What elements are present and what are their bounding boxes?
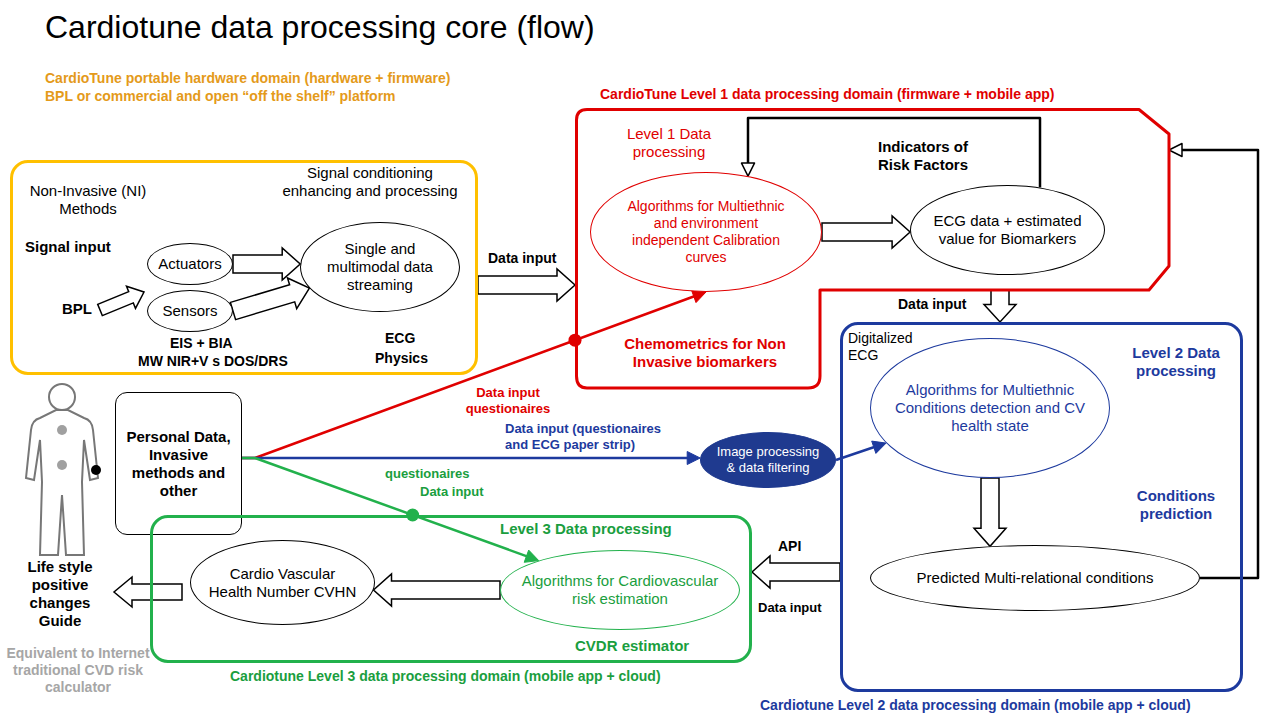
output-ellipse: ECG data + estimated value for Biomarker… — [910, 185, 1105, 275]
domain-outline — [577, 110, 1170, 389]
hardware-domain: CardioTune portable hardware domain (har… — [10, 160, 478, 375]
component-ellipse: Actuators — [147, 243, 233, 285]
connector-line — [242, 296, 695, 458]
sensor-dot — [57, 460, 67, 470]
edge-label: Data input — [898, 296, 966, 313]
arrow-head — [692, 290, 706, 302]
region-text: Conditions prediction — [1120, 487, 1232, 523]
node-text: Algorithms for Cardiovascular risk estim… — [515, 572, 725, 608]
block-arrow — [752, 556, 840, 588]
region-text: CardioTune portable hardware domain (har… — [45, 70, 450, 87]
node-text: Single and multimodal data streaming — [315, 240, 445, 294]
region-text: Indicators of Risk Factors — [878, 138, 990, 174]
diagram-title: Cardiotune data processing core (flow) — [45, 8, 595, 46]
region-text: Non-Invasive (NI) Methods — [18, 182, 158, 218]
node-text: Actuators — [150, 255, 230, 273]
connector — [374, 574, 501, 606]
connector — [242, 452, 700, 465]
input-box: Personal Data, Invasive methods and othe… — [115, 392, 242, 535]
region-text: Signal input — [25, 238, 111, 256]
connector — [822, 216, 910, 248]
region-text: BPL — [62, 300, 92, 318]
node-text: Image processing & data filtering — [714, 444, 822, 475]
block-arrow — [230, 278, 309, 320]
node-text: Sensors — [150, 302, 230, 320]
arrow-head — [742, 163, 755, 176]
block-arrow — [984, 290, 1016, 322]
process-ellipse: Single and multimodal data streaming — [300, 222, 460, 312]
node-text: ECG data + estimated value for Biomarker… — [933, 212, 1083, 248]
region-text: CardioTune Level 1 data processing domai… — [600, 86, 1054, 103]
region-text: Level 2 Data processing — [1120, 344, 1232, 380]
connector — [836, 441, 886, 460]
connector — [984, 290, 1016, 322]
edge-label: Data input — [488, 250, 556, 267]
block-arrow — [822, 216, 910, 248]
human-figure — [26, 410, 98, 555]
connector-line — [242, 457, 689, 460]
output-ellipse: Cardio Vascular Health Number CVHN — [190, 540, 375, 625]
connector — [230, 278, 309, 320]
region-text: CVDR estimator — [575, 637, 689, 655]
node-text: Personal Data, Invasive methods and othe… — [123, 428, 235, 500]
connector — [742, 118, 1041, 188]
region-text: ECG — [385, 330, 415, 347]
connector-line — [748, 118, 1040, 188]
free-label: Equivalent to Internet traditional CVD r… — [2, 645, 154, 695]
region-text: Signal conditioning enhancing and proces… — [280, 164, 460, 200]
node-text: Cardio Vascular Health Number CVHN — [208, 565, 358, 601]
arrow-head — [687, 452, 700, 465]
region-text: Physics — [375, 350, 428, 367]
free-label: Data input — [420, 484, 484, 500]
figure-head — [49, 384, 75, 410]
guide-arrow — [114, 577, 182, 607]
region-text: Cardiotune Level 2 data processing domai… — [760, 697, 1191, 714]
free-label: Data input — [758, 600, 822, 616]
edge-label: API — [778, 538, 801, 555]
region-text: BPL or commercial and open “off the shel… — [45, 88, 396, 105]
connector — [478, 269, 575, 301]
block-arrow — [478, 269, 575, 301]
node-text: Algorithms for Multiethnic and environme… — [616, 198, 796, 265]
block-arrow — [233, 248, 300, 280]
region-text: Chemometrics for Non Invasive biomarkers — [605, 335, 805, 371]
region-text: MW NIR+V s DOS/DRS — [138, 353, 288, 370]
algorithm-ellipse: Algorithms for Multiethnic and environme… — [590, 172, 822, 292]
node-text: Algorithms for Multiethnic Conditions de… — [894, 381, 1086, 435]
connector — [752, 556, 840, 588]
level3-domain: Level 3 Data processingCVDR estimator Car… — [150, 515, 752, 663]
sensor-dot — [91, 465, 101, 475]
algorithm-ellipse: Algorithms for Multiethnic Conditions de… — [870, 338, 1110, 478]
level2-domain: Level 2 Data processingConditions predic… — [840, 322, 1243, 692]
block-arrow — [374, 574, 501, 606]
region-text: Level 3 Data processing — [500, 520, 672, 538]
node-text: Predicted Multi-relational conditions — [900, 569, 1170, 587]
free-label: Life style positive changes Guide — [10, 558, 110, 630]
output-ellipse: Predicted Multi-relational conditions — [870, 545, 1200, 611]
block-arrow — [974, 478, 1006, 546]
region-text: Cardiotune Level 3 data processing domai… — [230, 668, 661, 685]
bpl-arrow — [98, 286, 144, 315]
edge-label: Data input questionaires — [462, 385, 554, 416]
edge-label: Data input (questionaires and ECG paper … — [505, 421, 685, 452]
filter-ellipse: Image processing & data filtering — [700, 432, 836, 488]
sensor-dot — [57, 425, 67, 435]
region-text: Level 1 Data processing — [610, 125, 728, 161]
free-label: questionaires — [385, 466, 470, 482]
arrow-head — [1169, 144, 1182, 157]
algorithm-ellipse: Algorithms for Cardiovascular risk estim… — [500, 550, 740, 630]
component-ellipse: Sensors — [147, 290, 233, 332]
arrow-head — [872, 441, 886, 453]
region-text: EIS + BIA — [170, 335, 233, 352]
connector — [974, 478, 1006, 546]
connector — [233, 248, 300, 280]
